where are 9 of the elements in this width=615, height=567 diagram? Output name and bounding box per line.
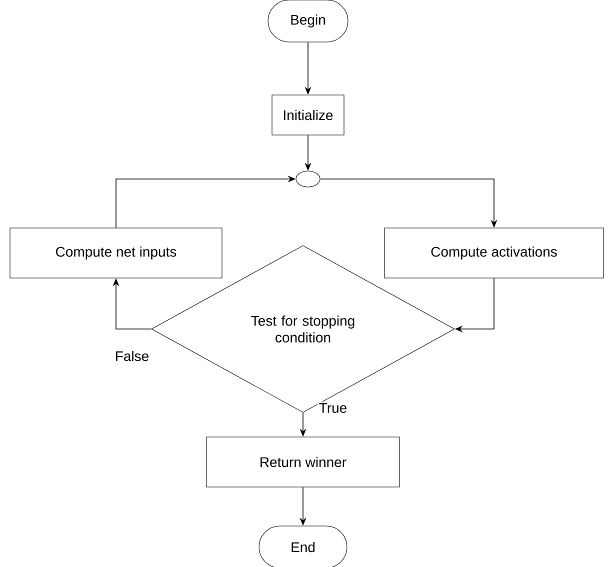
process-box: Return winner: [206, 436, 400, 488]
process-box: Initialize: [272, 94, 344, 136]
edge-label: True: [318, 402, 348, 414]
process-box: Compute activations: [384, 228, 604, 278]
terminal-box: Begin: [268, 0, 348, 42]
terminal-box: End: [258, 526, 348, 567]
edge-label: False: [114, 350, 150, 362]
junction-ellipse: [296, 170, 320, 188]
process-box: Compute net inputs: [10, 228, 222, 278]
